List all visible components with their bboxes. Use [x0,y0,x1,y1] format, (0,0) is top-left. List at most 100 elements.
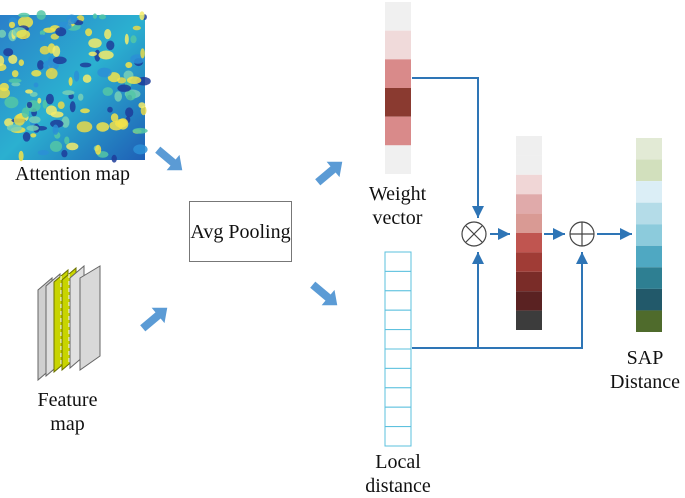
attention-map-texture [69,101,76,113]
sap-distance-cell [636,310,662,332]
attention-map-texture [3,48,14,57]
attention-map-texture [26,125,39,131]
weighted-vector-cell [516,271,542,292]
attention-map-texture [33,82,39,88]
attention-map-texture [92,13,97,19]
attention-map-texture [52,56,67,65]
connectors [412,77,632,349]
weight-vector-cell [385,30,411,60]
weighted-vector-cell [516,310,542,330]
sap-distance-column [636,138,662,332]
weight-vector-cell [385,116,411,146]
weight-vector-cell [385,145,411,174]
attention-map-texture [68,77,73,86]
attention-map-texture [57,101,65,109]
attention-map-texture [85,28,93,37]
local-distance-cell [384,367,412,389]
sap-distance-cell [636,224,662,246]
weighted-vector-column [516,136,542,330]
local-distance-cell [384,251,412,272]
sap-distance-cell [636,138,662,160]
attention-map-texture [37,150,49,156]
attention-map-label: Attention map [15,163,130,185]
local-distance-cell [384,270,412,292]
sap-distance-cell [636,245,662,268]
attention-map-texture [124,33,129,45]
multiply-operator [461,221,487,247]
attention-map-texture [139,11,145,21]
local-distance-cell [384,387,412,408]
attention-map-texture [11,82,21,87]
local-distance-cell [384,309,412,331]
attention-map-texture [39,30,46,36]
attention-map-texture [62,90,75,96]
attention-map-texture [138,102,146,109]
attention-map-texture [104,28,112,40]
attention-map-texture [96,122,110,132]
attention-map-texture [78,93,84,101]
connector-weight-to-multiply [412,77,484,218]
attention-map-texture [17,16,34,29]
local-distance-cell [384,348,412,369]
attention-map-texture [73,70,80,82]
feature-map-label: Feature map [37,389,98,435]
attention-map-texture [132,127,148,134]
local-distance-label: Local distance [365,451,431,497]
attention-map-texture [117,84,131,92]
sap-distance-cell [636,202,662,225]
attention-map-texture [52,45,61,57]
weight-vector-cell [385,88,411,117]
attention-map-texture [0,55,5,67]
weight-vector-label: Weight vector [368,183,427,229]
attention-map-texture [88,38,102,48]
attention-map-texture [88,51,97,57]
attention-map-texture [25,89,33,94]
attention-map-texture [50,119,64,128]
attention-map-texture [42,99,48,109]
local-distance-cell [384,426,412,447]
attention-map-texture [97,67,112,78]
attention-map-texture [64,136,70,145]
attention-map-texture [95,144,102,155]
attention-map-texture [111,154,117,163]
attention-map-texture [36,10,46,20]
weighted-vector-cell [516,136,542,156]
attention-map-texture [125,90,136,101]
sap-distance-cell [636,267,662,289]
attention-map-texture [37,97,42,104]
attention-map-texture [98,50,114,60]
attention-map-texture [79,62,92,68]
attention-map-texture [107,106,113,113]
sap-distance-label: SAP Distance [610,347,680,393]
local-distance-cell [384,290,412,311]
attention-map-texture [39,34,46,41]
attention-map-texture [133,144,148,155]
attention-map-texture [18,59,24,66]
sap-distance-cell [636,159,662,182]
attention-map-texture [45,68,58,79]
weighted-vector-cell [516,194,542,214]
attention-map-texture [106,40,115,51]
attention-map-texture [45,105,57,116]
weighted-vector-cell [516,155,542,175]
connector-local-to-add [412,252,588,349]
attention-map-texture [66,14,78,25]
attention-map-texture [37,60,44,70]
local-distance-column [384,251,412,447]
attention-map-texture [4,96,19,109]
attention-map-texture [0,29,7,38]
attention-map-texture [109,120,123,131]
attention-map-texture [26,101,33,109]
sap-distance-cell [636,181,662,203]
attention-map-texture [102,87,114,96]
attention-map-texture [125,107,134,118]
attention-map-texture [132,25,141,31]
attention-map-texture [110,113,119,122]
weighted-vector-cell [516,252,542,272]
local-distance-cell [384,329,412,350]
arrow-attention-to-pooling [155,146,183,171]
attention-map-texture [11,70,19,78]
attention-map-texture [45,93,54,105]
weighted-vector-cell [516,213,542,233]
